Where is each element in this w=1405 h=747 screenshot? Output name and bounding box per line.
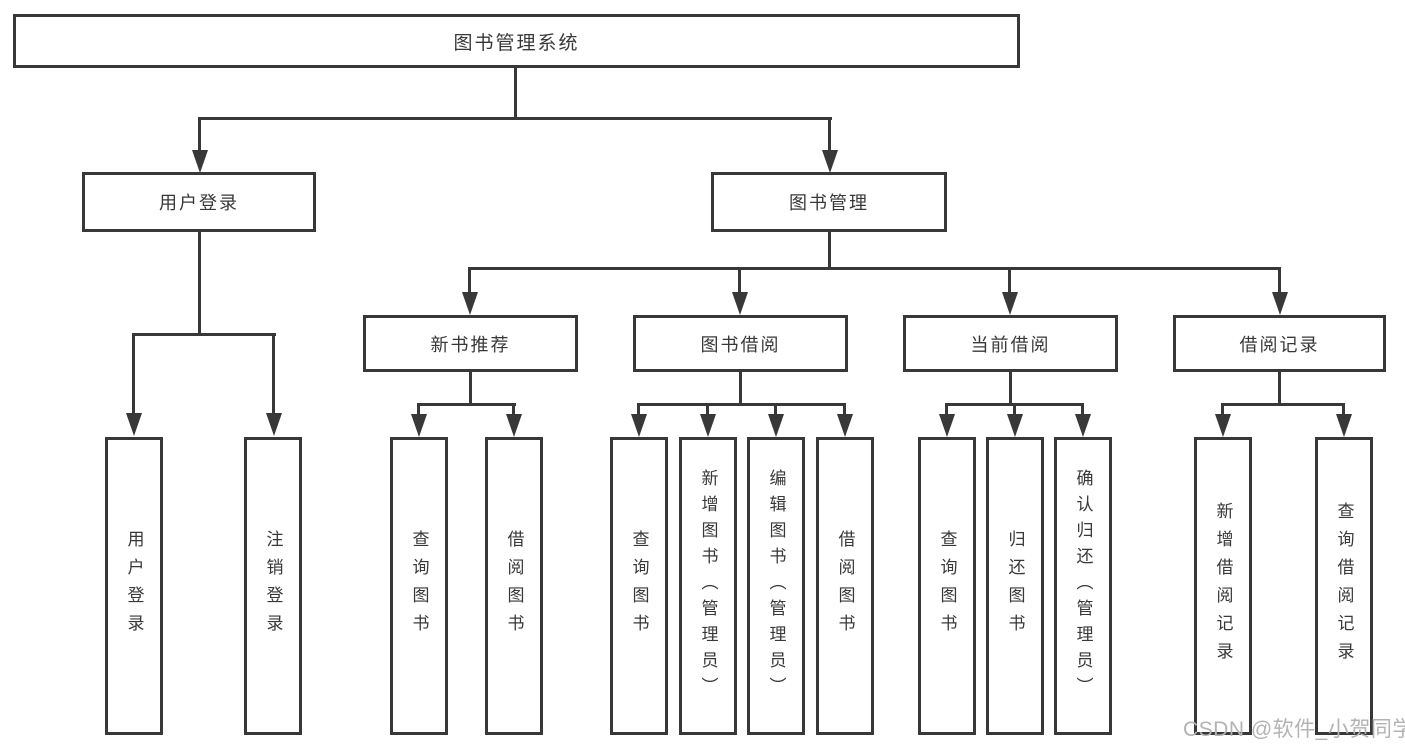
arrowhead-cb-return [1007,414,1023,437]
arrowhead-book-borrow [732,292,748,315]
connector-root-stem [514,67,517,119]
arrowhead-logout-leaf [266,413,282,436]
connector-drop-bb-borrow [843,403,846,416]
connector-drop-user-login [198,117,201,152]
connector-drop-bb-add [706,403,709,416]
arrowhead-login-leaf [126,413,142,436]
connector-drop-current-borrow [1008,267,1011,295]
arrowhead-cb-confirm [1075,414,1091,437]
connector-drop-login-leaf [132,333,135,415]
connector-drop-bb-edit [774,403,777,416]
connector-drop-nb-query [417,403,420,416]
connector-user-login-stem [198,230,201,335]
arrowhead-cb-query [939,414,955,437]
connector-current-borrow-stem [1009,370,1012,406]
arrowhead-user-login [192,150,208,173]
node-book-borrow: 图书借阅 [633,315,848,372]
leaf-cb-return-books: 归还图书 [986,437,1044,735]
arrowhead-nb-query [411,414,427,437]
arrowhead-bb-edit [768,414,784,437]
arrowhead-new-book [462,292,478,315]
arrowhead-book-management [822,150,838,173]
arrowhead-bb-query [631,414,647,437]
arrowhead-nb-borrow [506,414,522,437]
connector-drop-cb-query [945,403,948,416]
watermark: CSDN @软件_小贺同学 [1183,718,1405,741]
node-borrow-records: 借阅记录 [1173,315,1386,372]
connector-user-login-bus [132,333,276,336]
leaf-bb-borrow-books: 借阅图书 [816,437,874,735]
leaf-cb-query-books: 查询图书 [918,437,976,735]
leaf-logout: 注销登录 [244,437,302,735]
connector-drop-new-book [468,267,471,295]
connector-drop-book-borrow [738,267,741,295]
connector-drop-bb-query [637,403,640,416]
leaf-user-login: 用户登录 [105,437,163,735]
connector-drop-book-management [828,117,831,152]
leaf-br-query-record: 查询借阅记录 [1315,437,1373,735]
connector-drop-borrow-records [1278,267,1281,295]
leaf-bb-query-books: 查询图书 [610,437,668,735]
connector-new-book-stem [469,370,472,406]
arrowhead-bb-borrow [837,414,853,437]
arrowhead-br-add [1215,414,1231,437]
leaf-nb-query-books: 查询图书 [390,437,448,735]
arrowhead-borrow-records [1272,292,1288,315]
node-library-management-system: 图书管理系统 [13,14,1020,68]
node-user-login: 用户登录 [82,172,316,232]
arrowhead-bb-add [700,414,716,437]
arrowhead-current-borrow [1002,292,1018,315]
connector-drop-cb-return [1013,403,1016,416]
arrowhead-br-query [1336,414,1352,437]
connector-root-bus [198,117,832,120]
connector-drop-logout-leaf [272,333,275,415]
node-book-management: 图书管理 [711,172,947,232]
connector-drop-br-query [1342,403,1345,416]
leaf-bb-edit-books-admin: 编辑图书（管理员） [747,437,805,735]
leaf-br-add-record: 新增借阅记录 [1194,437,1252,735]
connector-borrow-records-bus [1221,403,1345,406]
leaf-bb-add-books-admin: 新增图书（管理员） [679,437,737,735]
node-new-book-recommend: 新书推荐 [363,315,578,372]
connector-new-book-bus [417,403,516,406]
connector-book-borrow-bus [637,403,846,406]
node-current-borrow: 当前借阅 [903,315,1118,372]
connector-drop-cb-confirm [1081,403,1084,416]
connector-book-management-bus [468,267,1281,270]
leaf-nb-borrow-books: 借阅图书 [485,437,543,735]
connector-drop-br-add [1221,403,1224,416]
connector-drop-nb-borrow [512,403,515,416]
leaf-cb-confirm-return-admin: 确认归还（管理员） [1054,437,1112,735]
connector-book-borrow-stem [739,370,742,406]
connector-borrow-records-stem [1278,370,1281,406]
connector-book-management-stem [828,232,831,269]
